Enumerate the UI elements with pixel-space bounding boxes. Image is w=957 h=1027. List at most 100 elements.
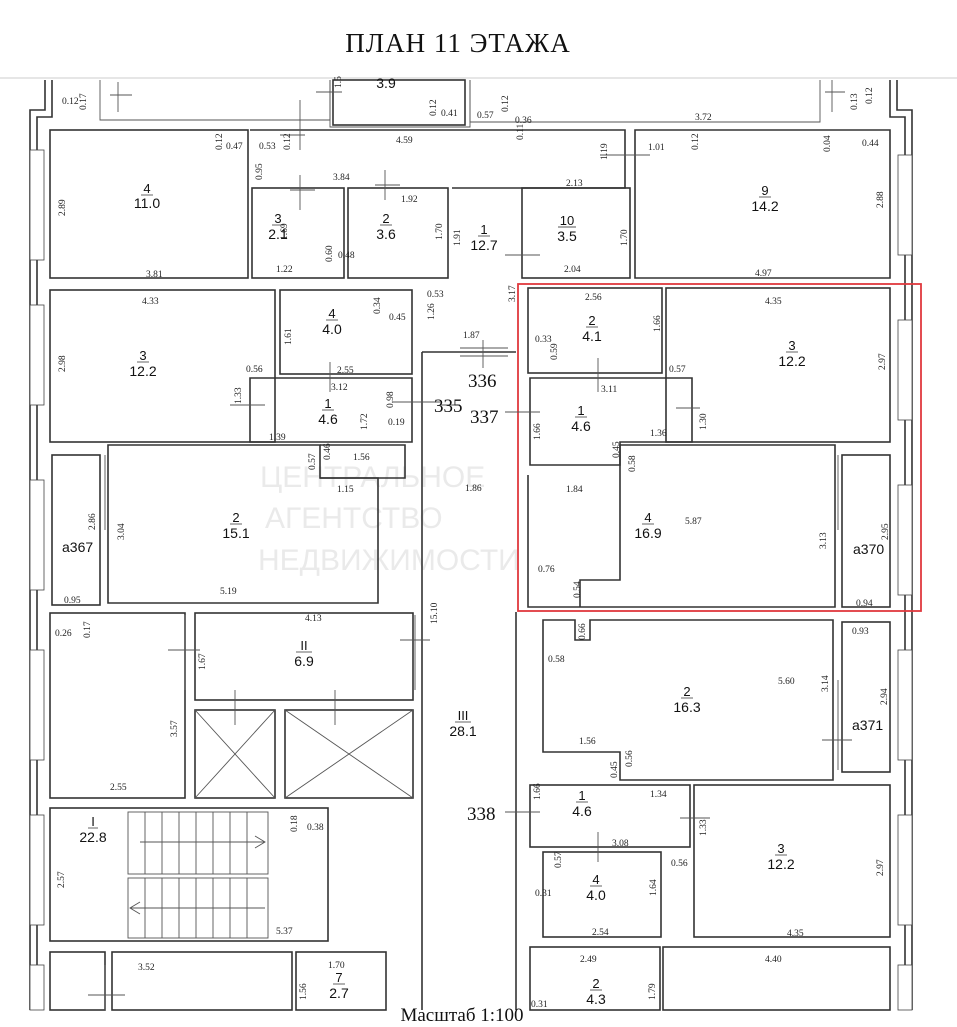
dimension-label: 1.34: [650, 790, 667, 800]
dimension-label: 1.70: [328, 961, 345, 971]
page-title: ПЛАН 11 ЭТАЖА: [345, 28, 570, 58]
room-area: 6.9: [294, 653, 314, 669]
dimension-label: 3.13: [819, 532, 829, 549]
room-number: 3: [274, 211, 281, 226]
dimension-label: 3.52: [138, 963, 155, 973]
balcony-labels: а367 а370 а371: [62, 539, 884, 733]
dimension-label: 0.34: [373, 297, 383, 314]
dimension-label: 1.33: [234, 387, 244, 404]
dimension-label: 3.57: [170, 720, 180, 737]
dimension-label: 0.48: [338, 251, 355, 261]
room-area: 12.2: [129, 363, 156, 379]
dimension-label: 0.66: [578, 623, 588, 640]
dimension-label: 0.45: [612, 441, 622, 458]
room-area: 3.5: [557, 228, 577, 244]
dimension-label: 0.12: [62, 97, 79, 107]
room-area: 15.1: [222, 525, 249, 541]
dimension-label: 1.56: [353, 453, 370, 463]
dimension-label: 2.54: [592, 928, 609, 938]
dimension-label: 1.72: [360, 413, 370, 430]
scale-label: Масштаб 1:100: [400, 1005, 523, 1026]
dimension-label: 0.46: [323, 443, 333, 460]
room-area: 4.6: [318, 411, 338, 427]
room-area: 14.2: [751, 198, 778, 214]
door-marks: [88, 80, 852, 1010]
dimension-label: 5.60: [778, 677, 795, 687]
dimension-label: 0.33: [535, 335, 552, 345]
room-area: 2.7: [329, 985, 349, 1001]
dimension-label: 3.81: [146, 270, 163, 280]
dimension-label: 0.31: [535, 889, 552, 899]
room-outlines: [49, 79, 891, 1011]
room-area: 2.1: [268, 226, 288, 242]
room-area: 4.1: [582, 328, 602, 344]
dimension-label: 2.55: [337, 366, 354, 376]
dimension-label: 1.26: [427, 303, 437, 320]
dimension-label: 0.18: [290, 815, 300, 832]
dimension-label: 1.61: [284, 328, 294, 345]
apartment-numbers: 336 335 337 338: [434, 371, 499, 825]
dimension-label: 0.94: [856, 599, 873, 609]
dimension-label: 0.76: [538, 565, 555, 575]
room-area: 12.2: [778, 353, 805, 369]
room-area: 4.0: [586, 887, 606, 903]
dimension-label: 0.44: [862, 139, 879, 149]
dimension-label: 0.95: [64, 596, 81, 606]
dimension-label: 0.58: [628, 455, 638, 472]
dimension-label: 3.04: [117, 523, 127, 540]
dimension-label: 1.5: [334, 76, 344, 88]
dimension-label: 1.64: [649, 879, 659, 896]
dimension-label: 1.84: [566, 485, 583, 495]
dimension-label: 1.66: [533, 423, 543, 440]
dimension-label: 0.17: [83, 621, 93, 638]
dimension-label: 4.35: [765, 297, 782, 307]
room-number: 4: [644, 510, 651, 525]
dimension-label: 0.31: [531, 1000, 548, 1010]
dimension-label: 1.69: [280, 223, 290, 240]
dimension-label: 1.79: [648, 983, 658, 1000]
dimension-label: 1.19: [600, 143, 610, 160]
dimension-label: 1.91: [453, 229, 463, 246]
balcony-label: а370: [853, 541, 884, 557]
dimension-label: 0.57: [477, 111, 494, 121]
dimension-label: 0.12: [501, 95, 511, 112]
dimension-label: 4.33: [142, 297, 159, 307]
right-windows: [897, 154, 913, 1011]
dimension-label: 0.12: [429, 99, 439, 116]
dimension-label: 0.57: [669, 365, 686, 375]
room-number: 10: [560, 213, 574, 228]
dimension-label: 2.97: [878, 353, 888, 370]
balcony-label: а367: [62, 539, 93, 555]
room-area: 4.3: [586, 991, 606, 1007]
dimension-label: 2.04: [564, 265, 581, 275]
room-number: 1: [480, 222, 487, 237]
dimension-label: 2.95: [881, 523, 891, 540]
dimension-label: 0.56: [671, 859, 688, 869]
balcony-label: а371: [852, 717, 883, 733]
left-windows: [29, 149, 45, 1011]
dimension-label: 1.86: [465, 484, 482, 494]
dimension-label: 0.04: [823, 135, 833, 152]
staircase: [127, 811, 269, 939]
dimension-label: 5.37: [276, 927, 293, 937]
dimension-label: 0.12: [283, 133, 293, 150]
dimension-label: 3.14: [821, 675, 831, 692]
dimension-label: 1.92: [401, 195, 418, 205]
dimension-label: 2.49: [580, 955, 597, 965]
dimension-label: 4.59: [396, 136, 413, 146]
dimension-label: 1.87: [463, 331, 480, 341]
room-number: II: [300, 638, 307, 653]
room-number: 3: [777, 841, 784, 856]
dimension-label: 0.53: [259, 142, 276, 152]
dimension-label: 1.01: [648, 143, 665, 153]
dimension-label: 0.53: [427, 290, 444, 300]
dimension-label: 3.08: [612, 839, 629, 849]
dimension-label: 0.45: [610, 761, 620, 778]
room-number: 4: [592, 872, 599, 887]
room-number: 3: [139, 348, 146, 363]
dimension-label: 3.11: [601, 385, 618, 395]
room-area: 12.2: [767, 856, 794, 872]
highlighted-apartment: [517, 283, 922, 612]
dimension-label: 0.38: [307, 823, 324, 833]
apartment-number: 338: [467, 804, 496, 825]
